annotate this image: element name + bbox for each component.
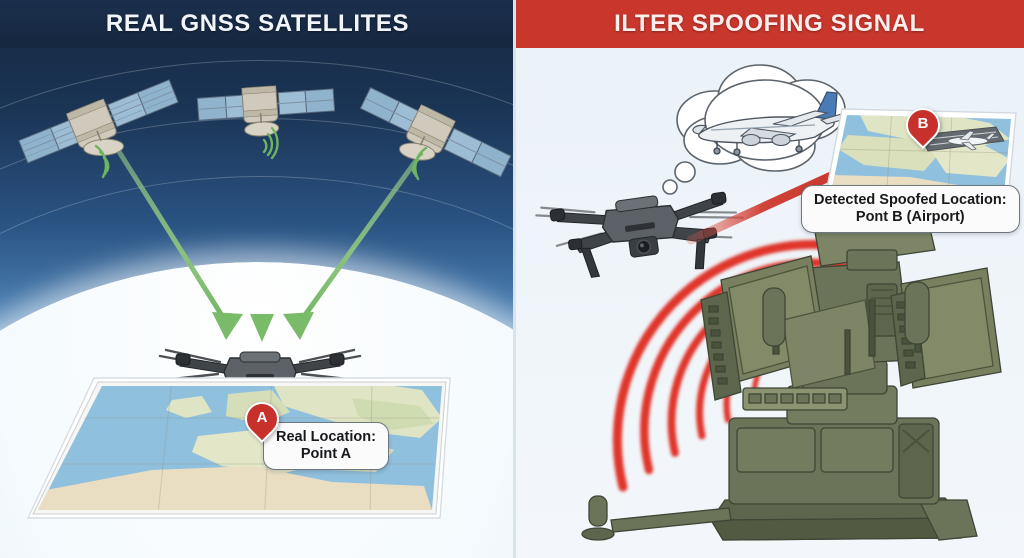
orbit-arc-3 [0,176,515,558]
callout-spoofed-location-line2: Pont B (Airport) [855,209,965,226]
callout-spoofed-location-line1: Detected Spoofed Location: [814,192,1007,208]
header-right: ILTER SPOOFING SIGNAL [515,0,1024,48]
thought-bubble [662,64,850,195]
gnss-satellite-right [359,86,512,178]
satellite-transmit-waves [94,126,428,181]
orbit-arc-1 [0,60,515,558]
callout-real-location-line1: Real Location: [276,429,376,445]
callout-spoofed-location: Detected Spoofed Location: Pont B (Airpo… [801,185,1020,234]
airport-runway-icon [919,126,1005,152]
airliner-icon [692,91,850,156]
spoofed-location-arrow [686,138,915,245]
panel-divider [513,0,516,558]
title-real-gnss-satellites: REAL GNSS SATELLITES [105,10,410,37]
satellite-group [18,79,512,181]
spoofer-vehicle [581,215,1002,541]
callout-real-location: Real Location: Point A [263,422,389,471]
panel-spoofing-signal: B Detected Spoofed Location: Pont B (Air… [515,0,1024,558]
callout-real-location-line2: Point A [300,446,352,463]
map-pin-b-letter: B [917,115,929,132]
gnss-signal-arrows [115,147,423,342]
title-spoofing-signal: ILTER SPOOFING SIGNAL [614,10,925,37]
drone-right [535,191,744,278]
reference-map-left [22,377,454,524]
map-pin-a-letter: A [256,409,268,426]
gnss-satellite-left [18,79,179,164]
parked-plane-icon [947,130,996,151]
gnss-satellite-center [196,85,336,137]
panel-real-gnss: A Real Location: Point A REAL GNSS SATEL… [0,0,515,558]
header-left: REAL GNSS SATELLITES [0,0,515,48]
